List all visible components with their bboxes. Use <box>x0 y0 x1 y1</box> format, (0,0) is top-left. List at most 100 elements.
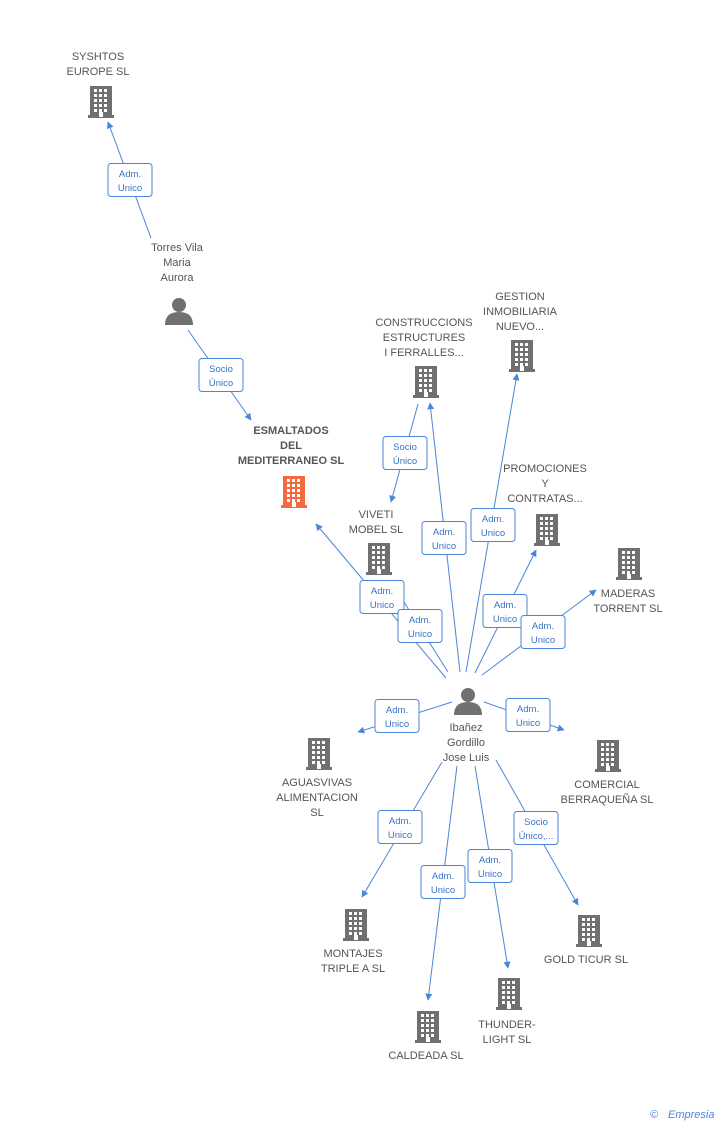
relationship-badge[interactable]: Adm. Unico <box>482 594 528 628</box>
node-label-line: GOLD TICUR SL <box>544 954 628 966</box>
badge-label-line: Unico <box>481 528 505 539</box>
badge-box <box>377 810 423 844</box>
node-label-line: TRIPLE A SL <box>321 963 385 975</box>
badge-label-line: Adm. <box>386 705 408 716</box>
badge-label-line: Unico <box>431 885 455 896</box>
relationship-badge[interactable]: Adm.Unico <box>467 849 513 883</box>
node-construcciones[interactable]: CONSTRUCCIONS ESTRUCTURES I FERRALLES... <box>375 317 473 398</box>
node-gestion[interactable]: GESTIONINMOBILIARIANUEVO... <box>483 291 558 372</box>
badge-label-line: Adm. <box>119 169 141 180</box>
node-label-line: I FERRALLES... <box>384 347 463 359</box>
building-icon <box>88 86 114 118</box>
footer-brand[interactable]: © Empresia <box>650 1109 714 1121</box>
node-thunder[interactable]: THUNDER-LIGHT SL <box>478 978 536 1046</box>
node-label-line: Ibañez <box>449 722 482 734</box>
building-icon <box>595 740 621 772</box>
badge-label-line: Único,... <box>519 831 554 842</box>
badge-label-line: Unico <box>516 718 540 729</box>
node-comercial[interactable]: COMERCIAL BERRAQUEÑA SL <box>561 740 654 806</box>
node-label-line: Aurora <box>160 272 194 284</box>
badge-box <box>520 615 566 649</box>
node-label-line: Jose Luis <box>443 752 490 764</box>
badge-box <box>505 698 551 732</box>
badge-label-line: Único <box>393 456 417 467</box>
node-label-line: ALIMENTACION <box>276 792 358 804</box>
node-esmaltados[interactable]: ESMALTADOS DEL MEDITERRANEO SL <box>238 425 345 508</box>
badge-label-line: Unico <box>493 614 517 625</box>
badge-label-line: Unico <box>408 629 432 640</box>
relationship-badge[interactable]: Adm. Unico <box>470 508 516 542</box>
relationship-badge[interactable]: Adm. Unico <box>374 699 420 733</box>
badge-box <box>470 508 516 542</box>
building-icon <box>509 340 535 372</box>
node-label-line: TORRENT SL <box>593 603 662 615</box>
node-label-line: COMERCIAL <box>574 779 639 791</box>
person-icon <box>165 298 193 325</box>
badge-label-line: Adm. <box>532 621 554 632</box>
relationship-badge[interactable]: Adm.Unico <box>505 698 551 732</box>
node-gold[interactable]: GOLD TICUR SL <box>544 915 628 966</box>
badge-label-line: Adm. <box>479 855 501 866</box>
badges-layer: Adm.UnicoSocioÚnicoSocioÚnicoAdm.UnicoAd… <box>107 163 566 899</box>
node-label-line: LIGHT SL <box>483 1034 532 1046</box>
node-caldeada[interactable]: CALDEADA SL <box>388 1011 464 1062</box>
relationship-badge[interactable]: Adm.Unico <box>359 580 405 614</box>
node-promociones[interactable]: PROMOCIONESYCONTRATAS... <box>503 463 587 546</box>
badge-box <box>482 594 528 628</box>
badge-label-line: Unico <box>385 719 409 730</box>
badge-box <box>382 436 428 470</box>
node-label-line: DEL <box>280 440 302 452</box>
brand-name: Empresia <box>668 1109 714 1121</box>
node-label-line: CONSTRUCCIONS <box>375 317 472 329</box>
node-label-line: ESMALTADOS <box>253 425 328 437</box>
building-icon <box>415 1011 441 1043</box>
node-label-line: ESTRUCTURES <box>383 332 466 344</box>
badge-label-line: Unico <box>531 635 555 646</box>
badge-label-line: Adm. <box>494 600 516 611</box>
badge-label-line: Socio <box>209 364 233 375</box>
node-label-line: MOBEL SL <box>349 524 404 536</box>
node-label-line: EUROPE SL <box>67 66 130 78</box>
relationship-badge[interactable]: Adm.Unico <box>377 810 423 844</box>
relationship-badge[interactable]: Adm. Unico <box>397 609 443 643</box>
relationship-badge[interactable]: Adm. Unico <box>420 865 466 899</box>
badge-box <box>513 811 559 845</box>
badge-label-line: Adm. <box>371 586 393 597</box>
relationship-badge[interactable]: Adm.Unico <box>107 163 153 197</box>
relationship-badge[interactable]: SocioÚnico,... <box>513 811 559 845</box>
node-label-line: MEDITERRANEO SL <box>238 455 345 467</box>
node-label-line: SYSHTOS <box>72 51 124 63</box>
node-label-line: MADERAS <box>601 588 655 600</box>
building-icon <box>366 543 392 575</box>
badge-box <box>397 609 443 643</box>
node-label-line: Maria <box>163 257 191 269</box>
relationship-badge[interactable]: Adm. Unico <box>520 615 566 649</box>
relationship-badge[interactable]: Adm.Unico <box>421 521 467 555</box>
building-icon <box>343 909 369 941</box>
copyright-symbol: © <box>650 1109 659 1121</box>
badge-label-line: Socio <box>524 817 548 828</box>
badge-box <box>359 580 405 614</box>
node-label-line: CALDEADA SL <box>388 1050 463 1062</box>
node-maderas[interactable]: MADERAS TORRENT SL <box>593 548 663 615</box>
building-icon <box>496 978 522 1010</box>
node-label-line: BERRAQUEÑA SL <box>561 793 654 806</box>
node-syshtos[interactable]: SYSHTOS EUROPE SL <box>67 51 130 118</box>
badge-label-line: Adm. <box>389 816 411 827</box>
badge-box <box>421 521 467 555</box>
badge-label-line: Adm. <box>482 514 504 525</box>
badge-label-line: Unico <box>432 541 456 552</box>
badge-label-line: Socio <box>393 442 417 453</box>
badge-label-line: Adm. <box>409 615 431 626</box>
badge-label-line: Adm. <box>432 871 454 882</box>
node-label-line: Gordillo <box>447 737 485 749</box>
building-icon <box>534 514 560 546</box>
